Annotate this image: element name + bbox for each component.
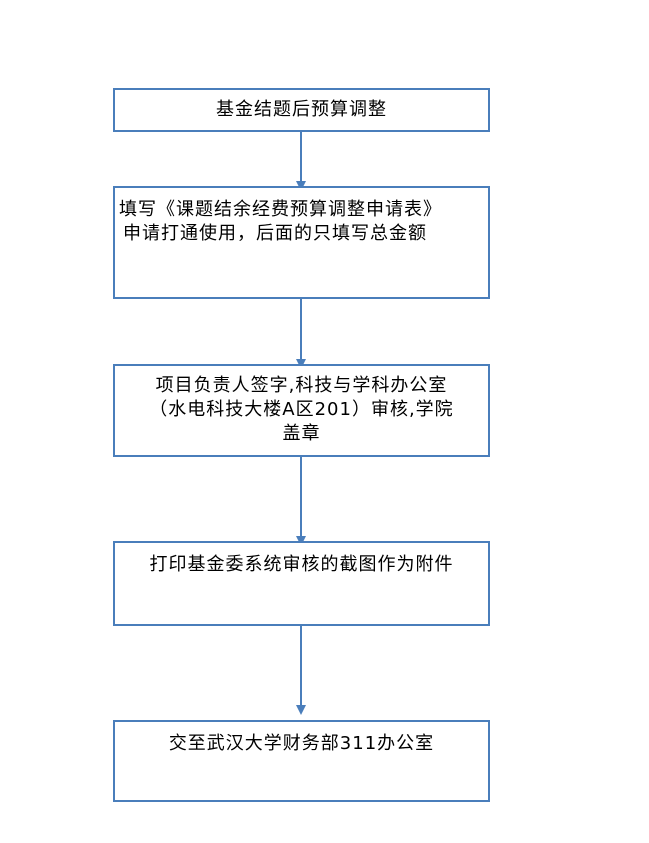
step-5-box: 交至武汉大学财务部311办公室 — [113, 720, 490, 802]
step-2-text-line-2: 申请打通使用，后面的只填写总金额 — [123, 223, 427, 244]
step-1-text: 基金结题后预算调整 — [216, 99, 387, 120]
step-4-box: 打印基金委系统审核的截图作为附件 — [113, 541, 490, 626]
step-3-box: 项目负责人签字,科技与学科办公室 （水电科技大楼A区201）审核,学院 盖章 — [113, 364, 490, 457]
step-4-text: 打印基金委系统审核的截图作为附件 — [149, 554, 454, 575]
step-2-box: 填写《课题结余经费预算调整申请表》 申请打通使用，后面的只填写总金额 — [113, 186, 490, 299]
step-5-text: 交至武汉大学财务部311办公室 — [168, 733, 435, 754]
step-2-text-line-1: 填写《课题结余经费预算调整申请表》 — [119, 199, 442, 220]
step-3-text-line-1: 项目负责人签字,科技与学科办公室 — [155, 375, 448, 396]
step-3-text-line-3: 盖章 — [282, 423, 321, 444]
step-3-text-line-2: （水电科技大楼A区201）审核,学院 — [149, 399, 454, 420]
step-1-box: 基金结题后预算调整 — [113, 88, 490, 132]
